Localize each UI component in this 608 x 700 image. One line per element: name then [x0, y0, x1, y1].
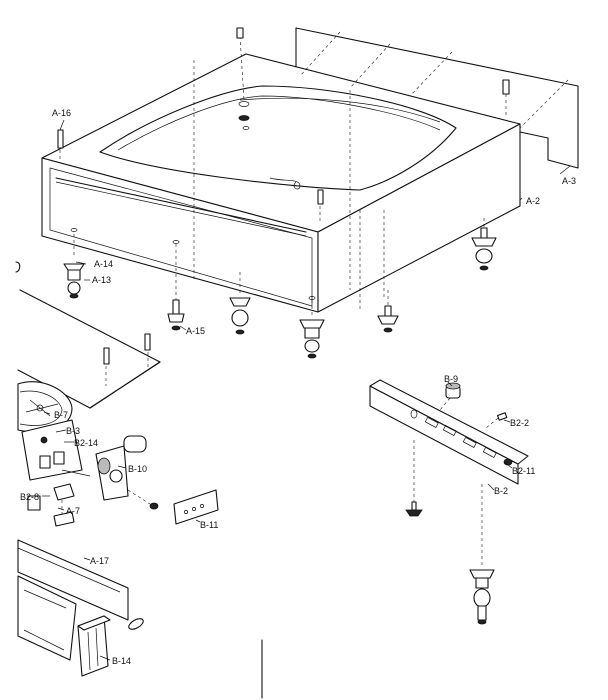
- cabinet-housing: [41, 27, 579, 313]
- label-b2-8: B2-8: [20, 492, 39, 502]
- label-b10: B-10: [128, 464, 147, 474]
- label-b2-14: B2-14: [74, 438, 98, 448]
- label-b11: B-11: [200, 520, 218, 530]
- cabinet-side: [317, 123, 521, 313]
- label-b7: B-7: [54, 410, 68, 420]
- label-b2-bracket: B-2: [494, 486, 508, 496]
- back-panel-screws: [57, 27, 569, 222]
- part-labels: A-16 A-3 A-2 A-14 A-13 A-15 B-9 B2-2 B2-…: [20, 108, 576, 666]
- label-b3: B-3: [66, 426, 80, 436]
- label-b9: B-9: [444, 374, 458, 384]
- label-b14: B-14: [112, 656, 131, 666]
- label-a13: A-13: [92, 275, 111, 285]
- label-a14: A-14: [94, 259, 113, 269]
- bottom-panels: [17, 539, 263, 699]
- label-a17: A-17: [90, 556, 109, 566]
- leader-lines: [42, 119, 571, 661]
- label-b2-2: B2-2: [510, 418, 529, 428]
- label-a3: A-3: [562, 176, 576, 186]
- label-a16: A-16: [52, 108, 71, 118]
- top-opening: [99, 85, 457, 191]
- dial-assembly: [17, 381, 73, 433]
- bracket-switch-assembly: [21, 419, 159, 527]
- terminal-plate-b11: [173, 489, 219, 525]
- cabinet-feet: [63, 218, 497, 359]
- label-a15: A-15: [186, 326, 205, 336]
- label-a2: A-2: [526, 196, 540, 206]
- label-b2-11: B2-11: [512, 466, 535, 476]
- bracket-b2: [369, 379, 529, 625]
- label-a7: A-7: [66, 506, 80, 516]
